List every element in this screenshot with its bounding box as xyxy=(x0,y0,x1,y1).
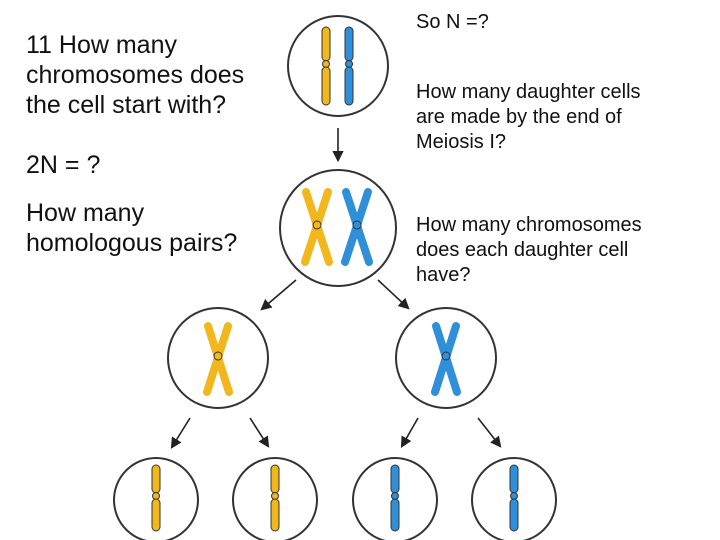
question-daughter-cells: How many daughter cells are made by the … xyxy=(416,80,641,155)
arrow-down-right-icon xyxy=(377,279,410,310)
arrow-down-left-icon xyxy=(400,417,419,448)
diploid-number-question: 2N = ? xyxy=(26,151,101,179)
question-homologous-pairs: How many homologous pairs? xyxy=(26,198,237,258)
question-start-chromosomes: 11 How many chromosomes does the cell st… xyxy=(26,30,244,120)
gamete-chromosome-paternal xyxy=(509,464,519,532)
chromosome-maternal xyxy=(321,26,331,106)
question-line-3: the cell start with? xyxy=(26,91,227,119)
arrow-down-left-icon xyxy=(170,417,191,449)
chromosomes-line-1: How many chromosomes xyxy=(416,214,642,236)
gamete-chromosome-maternal xyxy=(270,464,280,532)
arrow-down-right-icon xyxy=(477,417,502,448)
haploid-number-question: So N =? xyxy=(416,11,489,33)
chromosome-paternal xyxy=(344,26,354,106)
pairs-line-1: How many xyxy=(26,199,145,227)
question-line-1: 11 How many xyxy=(26,31,177,59)
daughter-line-2: are made by the end of xyxy=(416,106,622,128)
arrow-down-left-icon xyxy=(260,279,297,311)
question-line-2: chromosomes does xyxy=(26,61,245,89)
chromosomes-line-3: have? xyxy=(416,264,471,286)
gamete-chromosome-maternal xyxy=(151,464,161,532)
question-chromosomes-per-cell: How many chromosomes does each daughter … xyxy=(416,213,642,288)
arrow-down-right-icon xyxy=(249,417,270,448)
gamete-chromosome-paternal xyxy=(390,464,400,532)
replicated-chromosome-maternal xyxy=(203,322,233,396)
replicated-chromosome-paternal xyxy=(431,322,461,396)
parent-cell xyxy=(287,15,389,117)
replicated-chromosome-paternal xyxy=(341,188,373,266)
pairs-line-2: homologous pairs? xyxy=(26,229,238,257)
replicated-chromosome-maternal xyxy=(301,188,333,266)
daughter-line-3: Meiosis I? xyxy=(416,131,507,153)
daughter-line-1: How many daughter cells xyxy=(416,81,641,103)
replicated-cell xyxy=(279,169,397,287)
chromosomes-line-2: does each daughter cell xyxy=(416,239,629,261)
